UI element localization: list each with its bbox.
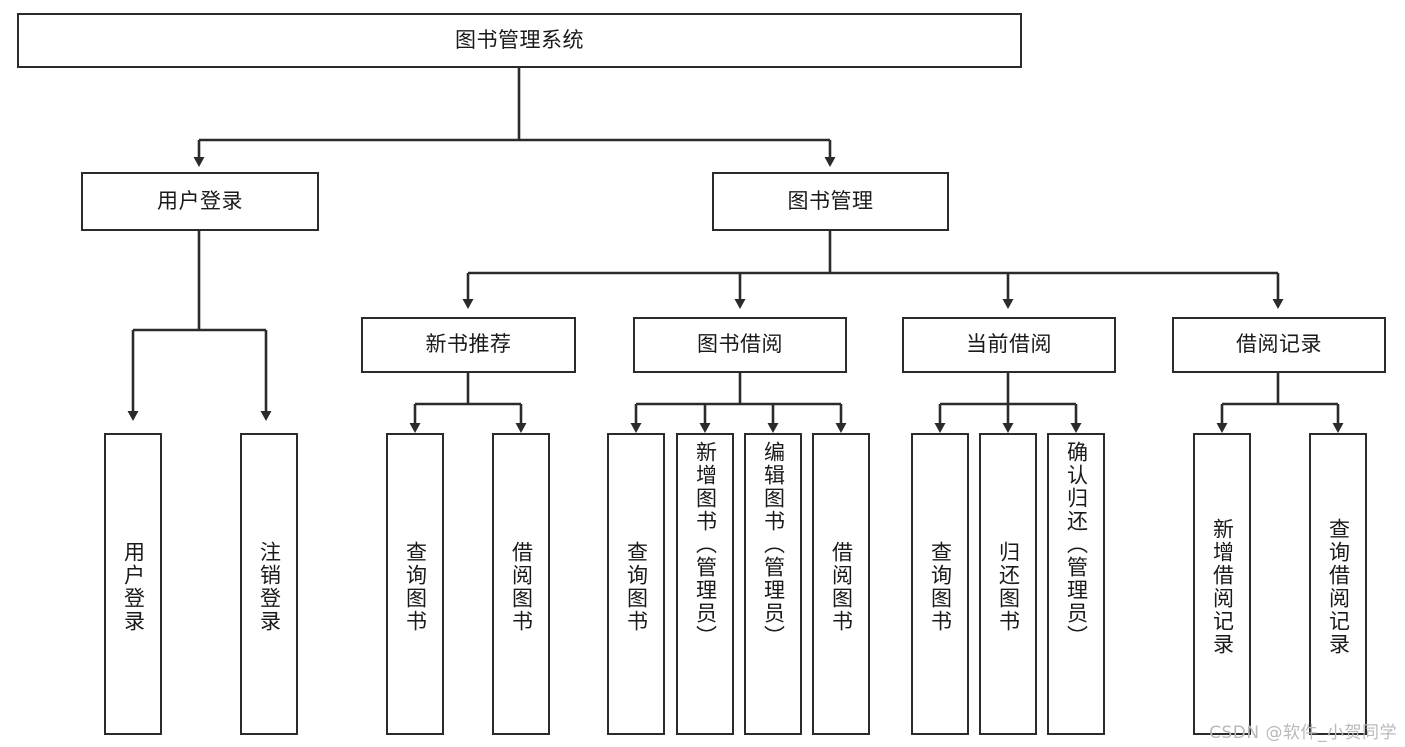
leaf-logout-label: 注销登录 [257,541,282,633]
leaf-add-borrow-record[interactable]: 新增借阅记录 [1193,433,1251,735]
leaf-return-book-label: 归还图书 [996,541,1021,633]
node-current-borrow[interactable]: 当前借阅 [902,317,1116,373]
leaf-borrow-book-1[interactable]: 借阅图书 [492,433,550,735]
leaf-borrow-book-2[interactable]: 借阅图书 [812,433,870,735]
leaf-query-borrow-record[interactable]: 查询借阅记录 [1309,433,1367,735]
leaf-add-borrow-record-label: 新增借阅记录 [1210,518,1235,656]
node-user-login-label: 用户登录 [157,188,243,213]
node-new-book-recommend[interactable]: 新书推荐 [361,317,576,373]
node-book-borrow[interactable]: 图书借阅 [633,317,847,373]
leaf-edit-book-admin-label: 编辑图书（管理员） [761,441,786,648]
node-book-manage[interactable]: 图书管理 [712,172,949,231]
node-user-login[interactable]: 用户登录 [81,172,319,231]
leaf-query-book-2[interactable]: 查询图书 [607,433,665,735]
leaf-confirm-return-admin[interactable]: 确认归还（管理员） [1047,433,1105,735]
leaf-user-login-label: 用户登录 [121,541,146,633]
leaf-add-book-admin[interactable]: 新增图书（管理员） [676,433,734,735]
node-book-borrow-label: 图书借阅 [697,332,783,357]
leaf-add-book-admin-label: 新增图书（管理员） [693,441,718,648]
leaf-borrow-book-2-label: 借阅图书 [829,541,854,633]
node-borrow-record[interactable]: 借阅记录 [1172,317,1386,373]
leaf-query-book-1[interactable]: 查询图书 [386,433,444,735]
leaf-query-book-1-label: 查询图书 [403,541,428,633]
leaf-query-book-2-label: 查询图书 [624,541,649,633]
leaf-borrow-book-1-label: 借阅图书 [509,541,534,633]
node-root[interactable]: 图书管理系统 [17,13,1022,68]
leaf-confirm-return-admin-label: 确认归还（管理员） [1064,441,1089,648]
leaf-return-book[interactable]: 归还图书 [979,433,1037,735]
node-book-manage-label: 图书管理 [787,188,874,213]
leaf-query-book-3-label: 查询图书 [928,541,953,633]
leaf-query-book-3[interactable]: 查询图书 [911,433,969,735]
leaf-edit-book-admin[interactable]: 编辑图书（管理员） [744,433,802,735]
leaf-logout[interactable]: 注销登录 [240,433,298,735]
node-new-book-recommend-label: 新书推荐 [425,332,512,357]
node-current-borrow-label: 当前借阅 [966,332,1052,357]
node-borrow-record-label: 借阅记录 [1236,332,1322,357]
leaf-user-login[interactable]: 用户登录 [104,433,162,735]
watermark-text: CSDN @软件_小贺同学 [1209,723,1397,743]
leaf-query-borrow-record-label: 查询借阅记录 [1326,518,1351,656]
node-root-label: 图书管理系统 [455,27,584,52]
